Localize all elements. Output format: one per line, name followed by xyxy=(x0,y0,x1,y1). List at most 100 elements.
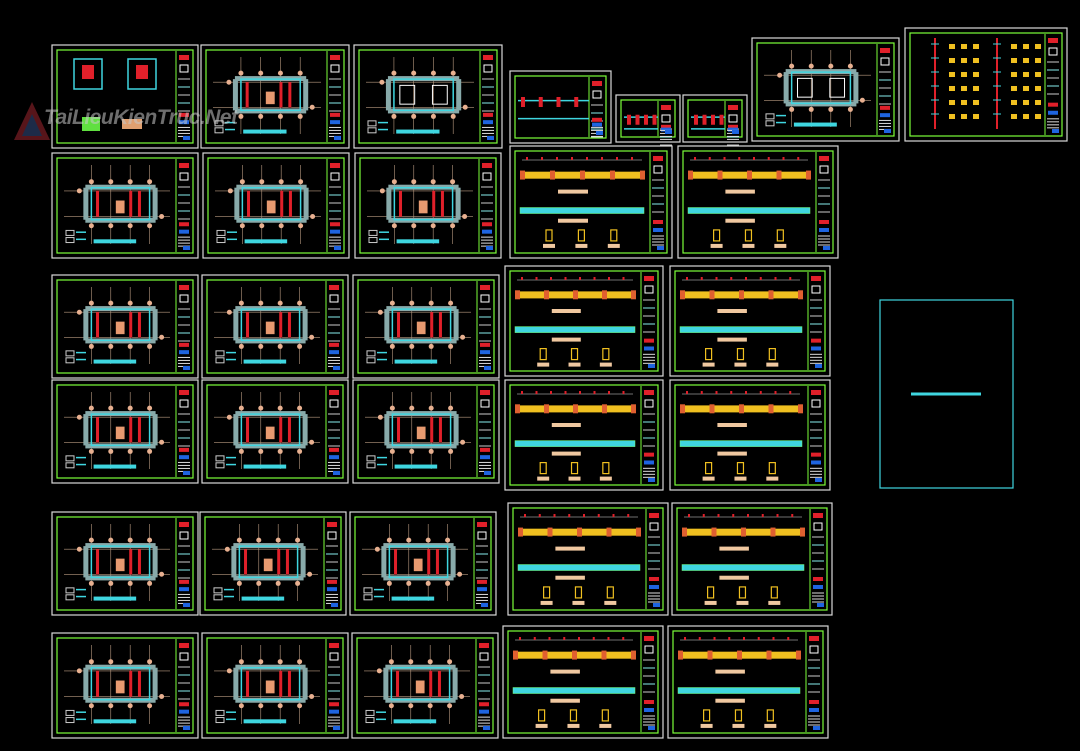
drawing-title-bar xyxy=(551,337,581,342)
legend-box xyxy=(65,594,75,601)
title-block-logo xyxy=(482,172,492,181)
title-block-mark xyxy=(484,471,491,475)
title-block-mark xyxy=(480,342,490,347)
sheet-inner-border xyxy=(620,99,676,138)
column-section xyxy=(712,229,721,242)
drawing-sheet[interactable] xyxy=(51,44,199,149)
sheet-inner-border xyxy=(756,42,895,137)
sheet-frame xyxy=(51,44,199,149)
beam-support xyxy=(798,290,803,300)
dimension-tick xyxy=(564,277,567,280)
rebar-mark xyxy=(394,549,398,575)
drawing-sheet[interactable] xyxy=(201,274,349,379)
drawing-sheet[interactable] xyxy=(615,94,681,162)
drawing-sheet[interactable] xyxy=(504,379,664,491)
grid-bubble xyxy=(226,668,232,674)
sheet-frame xyxy=(671,502,833,616)
beam-support xyxy=(572,650,577,660)
title-block-mark xyxy=(477,587,487,592)
grid-bubble xyxy=(389,405,395,411)
grid-bubble xyxy=(147,343,153,349)
rebar-mark xyxy=(136,65,148,79)
rebar-mark xyxy=(430,417,434,443)
drawing-sheet[interactable] xyxy=(201,379,349,484)
drawing-sheet[interactable] xyxy=(682,94,748,162)
drawing-sheet[interactable] xyxy=(504,265,664,377)
drawing-sheet[interactable] xyxy=(201,632,349,739)
opening xyxy=(399,84,416,105)
title-block-mark xyxy=(1048,102,1058,107)
title-block-logo xyxy=(880,57,890,66)
drawing-sheet[interactable] xyxy=(507,502,669,616)
empty-layout-frame[interactable] xyxy=(879,299,1014,489)
rebar-mark xyxy=(556,97,561,107)
drawing-sheet[interactable] xyxy=(200,44,350,149)
drawing-sheet[interactable] xyxy=(51,274,199,379)
dimension-tick xyxy=(568,514,571,517)
rebar-mark xyxy=(277,549,281,575)
rebar-mark xyxy=(435,549,439,575)
drawing-sheet[interactable] xyxy=(904,27,1068,142)
rebar-mark xyxy=(96,417,100,443)
drawing-sheet[interactable] xyxy=(51,152,199,259)
title-block-logo xyxy=(179,64,189,73)
grid-bubble xyxy=(88,343,94,349)
dimension-tick xyxy=(526,157,528,160)
grid-bubble xyxy=(297,405,303,411)
drawing-sheet[interactable] xyxy=(671,502,833,616)
drawing-sheet[interactable] xyxy=(353,44,503,149)
rebar-mark xyxy=(437,670,441,697)
column-section xyxy=(602,348,610,361)
sheet-frame xyxy=(504,379,664,491)
legend-box xyxy=(213,594,223,601)
section-label xyxy=(537,476,550,481)
drawing-sheet[interactable] xyxy=(202,152,350,259)
drawing-sheet[interactable] xyxy=(352,274,500,379)
drawing-sheet[interactable] xyxy=(502,625,664,739)
drawing-sheet[interactable] xyxy=(352,379,500,484)
column-section xyxy=(702,709,711,722)
title-block-mark xyxy=(179,222,189,227)
rebar-mark xyxy=(246,312,250,338)
grid-bubble xyxy=(460,334,466,340)
section-label xyxy=(742,243,755,248)
drawing-sheet[interactable] xyxy=(351,632,499,739)
title-block-logo xyxy=(179,531,189,540)
drawing-sheet[interactable] xyxy=(51,379,199,484)
drawing-sheet[interactable] xyxy=(751,37,900,142)
drawing-sheet[interactable] xyxy=(509,145,673,259)
title-block-mark xyxy=(481,603,488,607)
drawing-sheet[interactable] xyxy=(669,265,831,377)
drawing-sheet[interactable] xyxy=(51,632,199,739)
drawing-title-bar xyxy=(558,218,588,223)
drawing-sheet[interactable] xyxy=(667,625,829,739)
column-section xyxy=(539,462,547,475)
title-block-mark xyxy=(329,455,339,460)
grid-bubble xyxy=(127,405,133,411)
section-label xyxy=(599,476,612,481)
drawing-title-bar xyxy=(394,359,438,364)
dimension-tick xyxy=(698,637,701,640)
drawing-sheet[interactable] xyxy=(349,511,497,616)
grid-bubble xyxy=(258,703,264,709)
title-block-mark xyxy=(329,342,339,347)
section-label xyxy=(734,362,747,367)
drawing-title-bar xyxy=(719,575,749,580)
sheet-frame xyxy=(354,152,502,259)
title-block-mark xyxy=(813,577,823,581)
dimension-tick xyxy=(747,514,749,517)
grid-bubble xyxy=(777,72,783,78)
grid-bubble xyxy=(376,668,382,674)
drawing-sheet[interactable] xyxy=(199,511,347,616)
drawing-sheet[interactable] xyxy=(677,145,839,259)
sheet-inner-border xyxy=(56,157,194,254)
drawing-sheet[interactable] xyxy=(51,511,199,616)
dimension-tick xyxy=(782,157,785,160)
drawing-sheet[interactable] xyxy=(354,152,502,259)
title-block-mark xyxy=(811,452,821,457)
drawing-sheet[interactable] xyxy=(669,379,831,491)
beam-band xyxy=(302,414,308,446)
beam-band xyxy=(453,414,459,446)
drawing-sheet[interactable] xyxy=(509,70,612,144)
